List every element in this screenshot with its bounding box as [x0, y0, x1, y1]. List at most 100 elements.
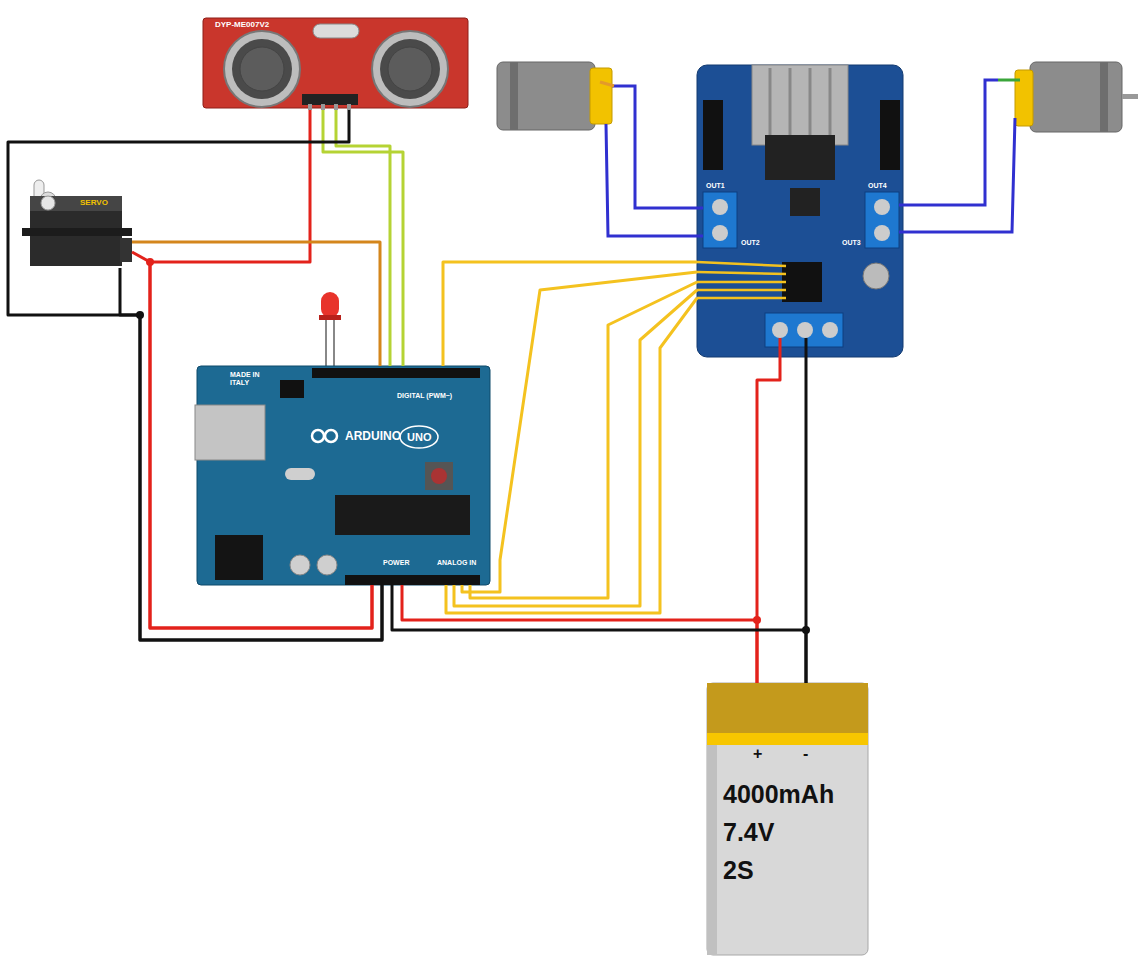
motor-wire — [606, 124, 703, 236]
battery-spec: 4000mAh — [723, 781, 834, 809]
transducer — [224, 31, 300, 107]
wire-stub — [697, 281, 786, 284]
wire — [757, 357, 780, 683]
terminal-label: OUT3 — [842, 239, 861, 247]
led-rim — [319, 315, 341, 320]
arduino-board: MADE IN ITALYDIGITAL (PWM~)ARDUINOUNOPOW… — [197, 366, 490, 585]
junction-dot — [136, 311, 144, 319]
wire — [323, 110, 403, 366]
wire-group — [8, 110, 806, 683]
logo-ellipse — [400, 426, 438, 448]
battery-spec: 2S — [723, 857, 754, 885]
wire — [336, 110, 390, 366]
transducer-mesh — [232, 39, 292, 99]
model-label: DYP-ME007V2 — [215, 21, 269, 30]
screw — [874, 199, 890, 215]
terminal-block — [703, 192, 737, 248]
reset-button — [425, 462, 453, 490]
wire — [132, 242, 380, 366]
servo-tab — [22, 228, 132, 236]
logo — [325, 430, 337, 442]
heatsink-fin — [809, 68, 812, 140]
servo-motor: SERVO — [22, 190, 132, 268]
led-leg — [325, 318, 327, 368]
power-jack — [215, 535, 263, 580]
motor-cap — [590, 68, 612, 124]
led-leg — [333, 318, 335, 368]
screw — [712, 225, 728, 241]
motor-wire — [612, 86, 703, 208]
transducer-mesh — [380, 39, 440, 99]
terminal-label: OUT2 — [741, 239, 760, 247]
servo-label: SERVO — [80, 199, 108, 208]
ultrasonic-sensor: DYP-ME007V2 — [203, 18, 468, 110]
motor-band — [510, 62, 518, 130]
reset-cap — [431, 468, 447, 484]
icsp-header — [280, 380, 304, 398]
microcontroller — [335, 495, 470, 535]
model-label: UNO — [407, 431, 431, 443]
junction-dot — [802, 626, 810, 634]
pin — [321, 104, 325, 110]
pin-header — [302, 94, 358, 105]
transducer-mesh — [240, 47, 284, 91]
motor-driver-board: OUT1OUT2 OUT3 OUT4 — [697, 65, 903, 357]
polarity-label: - — [803, 745, 808, 763]
transducer — [372, 31, 448, 107]
logo — [312, 430, 324, 442]
terminal-label: OUT4 — [868, 182, 887, 190]
pin — [308, 104, 312, 110]
heatsink-fin — [769, 68, 772, 140]
servo-top — [30, 196, 122, 211]
wire-stub — [697, 262, 786, 266]
wire-stub — [697, 289, 786, 292]
led-bulb — [321, 292, 339, 318]
terminal-block — [765, 313, 843, 347]
digital-header — [312, 368, 480, 378]
motor-wire — [899, 80, 998, 205]
jumper-pins — [880, 100, 900, 170]
jumper-pins — [703, 100, 723, 170]
screw — [797, 322, 813, 338]
wire — [446, 298, 697, 613]
wire-stub — [697, 272, 786, 274]
driver-pcb — [697, 65, 903, 357]
battery-cap — [707, 683, 868, 735]
terminal-label: OUT1 — [706, 182, 725, 190]
motor-lead — [600, 82, 614, 86]
pin — [347, 104, 351, 110]
capacitor — [863, 263, 889, 289]
terminal-block — [865, 192, 899, 248]
header-label: DIGITAL (PWM~) — [397, 392, 452, 400]
power-analog-header — [345, 575, 480, 585]
servo-hub — [41, 196, 55, 210]
motor-cap — [1015, 70, 1033, 126]
header-label: ANALOG IN — [437, 559, 476, 567]
battery-spec: 7.4V — [723, 819, 774, 847]
screw — [822, 322, 838, 338]
pin — [334, 104, 338, 110]
arduino-pcb — [197, 366, 490, 585]
wire — [470, 282, 697, 598]
usb-port — [195, 405, 265, 460]
control-header — [782, 262, 822, 302]
battery-body — [707, 683, 868, 955]
wire-stub — [697, 297, 786, 300]
motor-wire — [899, 118, 1015, 232]
header-label: POWER — [383, 559, 409, 567]
wire-stub — [805, 338, 808, 357]
capacitor — [317, 555, 337, 575]
sensor-board — [203, 18, 468, 108]
crystal — [313, 24, 359, 38]
motor-band — [1100, 62, 1108, 132]
motor-body — [497, 62, 595, 130]
wire — [132, 252, 372, 628]
motor-shaft — [1122, 94, 1138, 99]
wire-stub — [779, 338, 782, 357]
motor-body — [1030, 62, 1122, 132]
crystal — [285, 468, 315, 480]
